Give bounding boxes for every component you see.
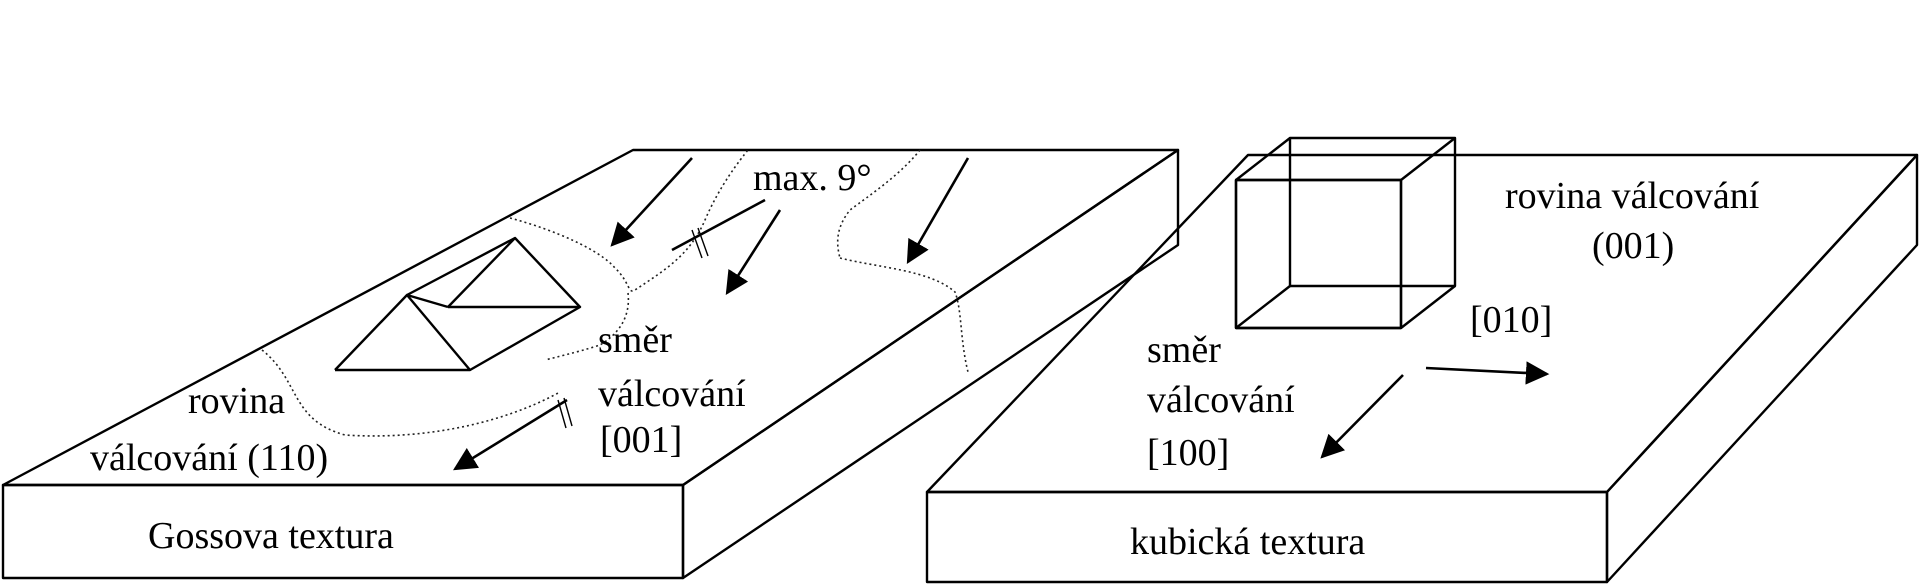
rolling-direction-label: směr	[1147, 329, 1221, 371]
rolling-direction-index: [001]	[600, 419, 682, 461]
cube-slab: rovina válcování (001) [010] směr válcov…	[925, 136, 1919, 584]
max-angle-pointer	[671, 198, 766, 252]
cube-caption: kubická textura	[1130, 521, 1365, 563]
grain-boundary	[261, 349, 561, 437]
rolling-direction-arrow	[453, 398, 568, 471]
direction-010-label: [010]	[1470, 299, 1552, 341]
rolling-plane-index: (001)	[1592, 225, 1674, 267]
rolling-plane-label: rovina válcování	[1505, 175, 1760, 217]
goss-slab: max. 9° směr válcování [001] rovina válc…	[1, 148, 1180, 580]
direction-arrow	[725, 209, 782, 295]
goss-slab-top-face	[1, 148, 1180, 487]
goss-slab-side-face	[681, 148, 1180, 580]
rolling-direction-index: [100]	[1147, 432, 1229, 474]
cube-slab-side-face	[1605, 153, 1919, 584]
grain-boundary	[836, 149, 921, 259]
rolling-direction-label: válcování	[598, 373, 746, 415]
rolling-plane-label: rovina	[188, 380, 285, 422]
direction-010-arrow	[1425, 361, 1550, 385]
rolling-plane-label: válcování (110)	[90, 437, 328, 479]
grain-boundary	[544, 292, 630, 361]
parallel-mark-icon	[557, 227, 709, 429]
rolling-direction-label: válcování	[1147, 379, 1295, 421]
goss-caption: Gossova textura	[148, 515, 394, 557]
cube-icon	[1234, 136, 1457, 330]
direction-arrow	[906, 157, 970, 265]
goss-prism-icon	[334, 236, 582, 372]
max-angle-label: max. 9°	[753, 157, 872, 199]
grain-boundary	[839, 257, 969, 373]
direction-arrow	[610, 157, 693, 247]
rolling-direction-label: směr	[598, 319, 672, 361]
cube-slab-top-face	[925, 153, 1919, 494]
rolling-direction-arrow	[1320, 374, 1404, 459]
